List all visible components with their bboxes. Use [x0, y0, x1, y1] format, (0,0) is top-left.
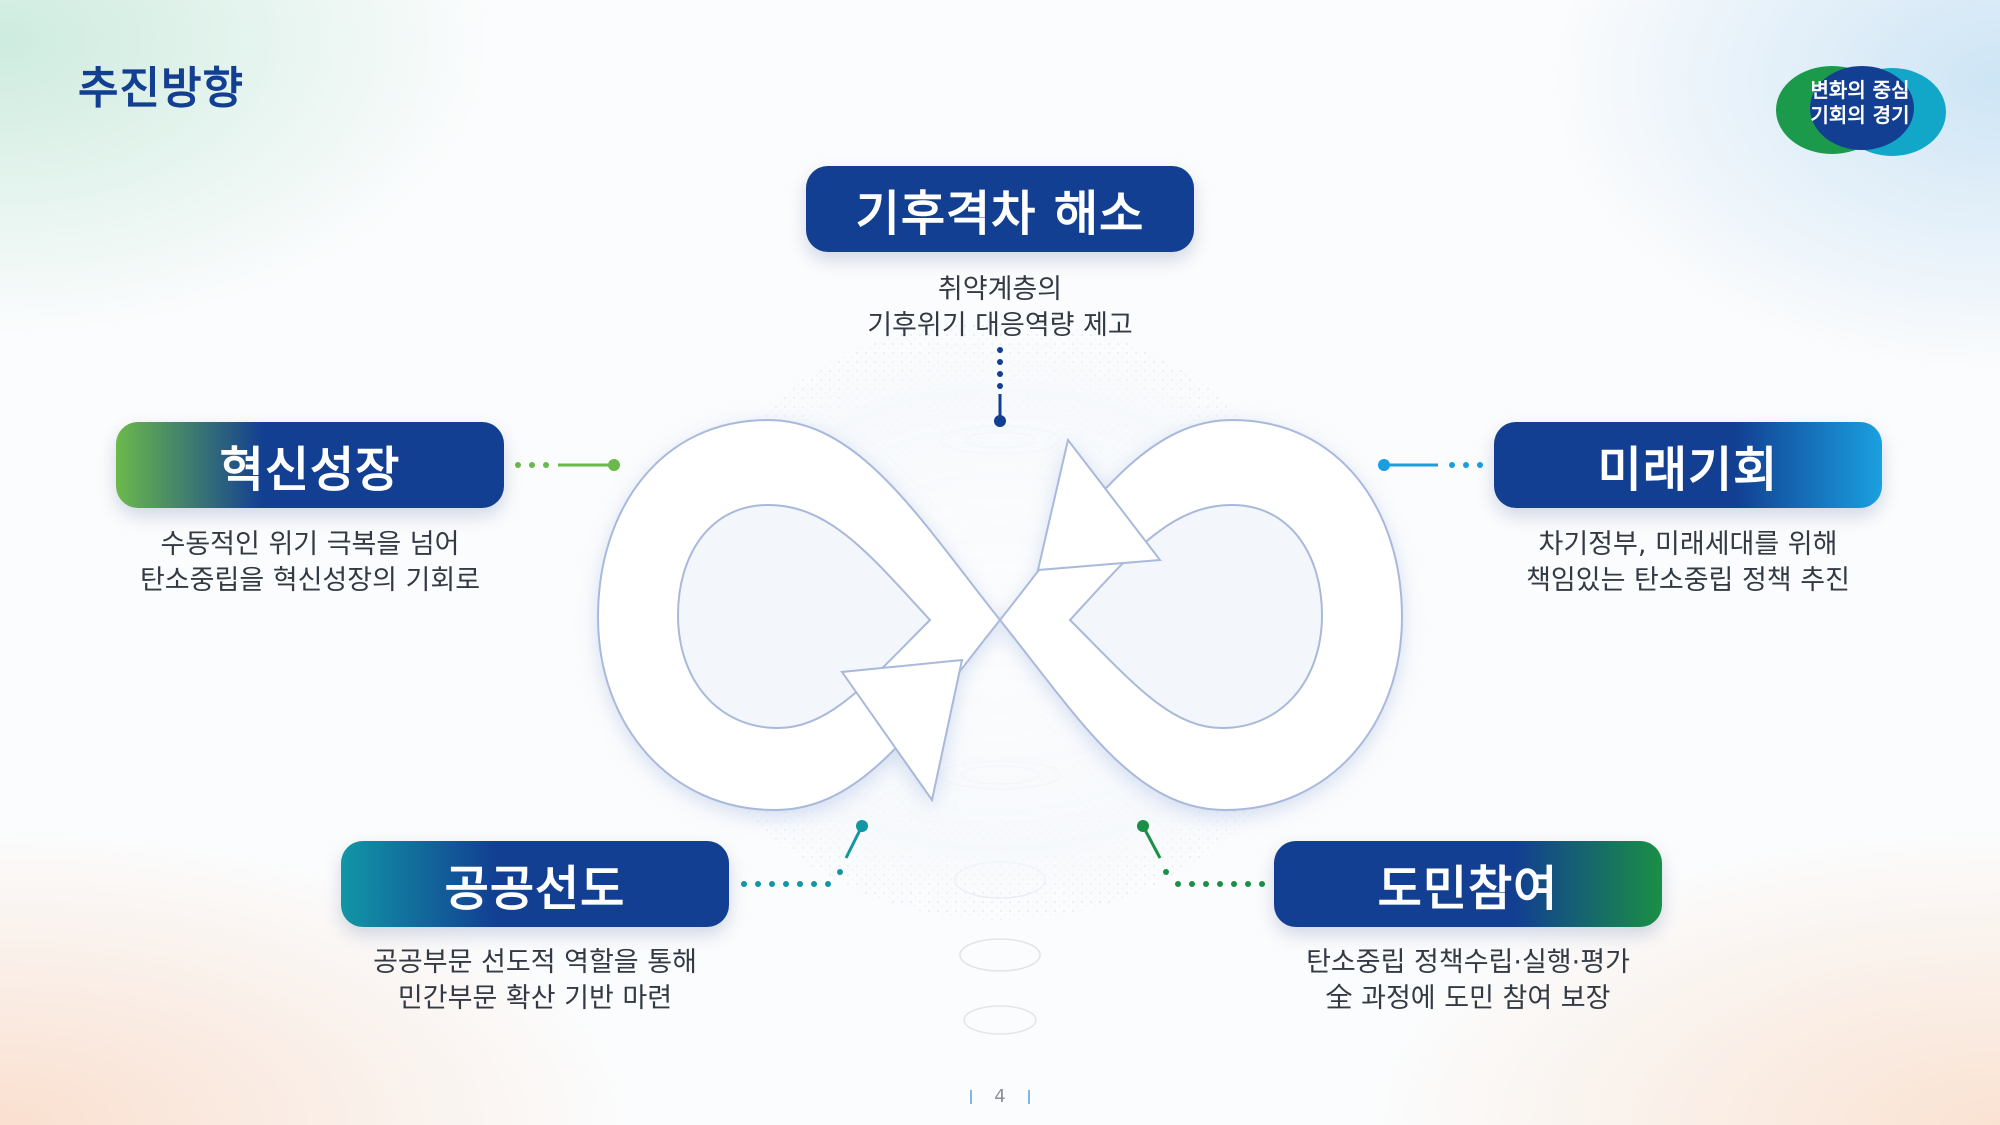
desc-innovation-growth: 수동적인 위기 극복을 넘어 탄소중립을 혁신성장의 기회로	[139, 529, 481, 596]
connector-bottom-right	[1137, 820, 1265, 887]
pill-innovation-growth: 혁신성장	[116, 422, 504, 508]
connector-top	[994, 347, 1006, 427]
pill-label: 공공선도	[444, 861, 626, 917]
pill-label: 혁신성장	[219, 442, 401, 498]
desc-public-leadership: 공공부문 선도적 역할을 통해 민간부문 확산 기반 마련	[373, 947, 697, 1014]
logo-icon	[1776, 66, 1946, 156]
page-number: 4	[970, 1086, 1030, 1107]
page-title: 추진방향	[78, 63, 244, 114]
connector-right	[1378, 459, 1483, 471]
pill-label: 도민참여	[1377, 861, 1559, 917]
logo-line-1: 변화의 중심	[1810, 78, 1910, 102]
logo-text: 변화의 중심 기회의 경기	[1770, 78, 1950, 128]
pill-climate-gap: 기후격차 해소	[806, 166, 1194, 252]
pill-future-opportunity: 미래기회	[1494, 422, 1882, 508]
pill-public-leadership: 공공선도	[341, 841, 729, 927]
connector-bottom-left	[741, 820, 868, 887]
connector-left	[515, 459, 620, 471]
pill-label: 기후격차 해소	[855, 186, 1145, 242]
pill-citizen-participation: 도민참여	[1274, 841, 1662, 927]
logo-line-2: 기회의 경기	[1810, 103, 1910, 127]
infinity-arrows-icon	[596, 418, 1404, 812]
desc-climate-gap: 취약계층의 기후위기 대응역량 제고	[867, 274, 1133, 341]
desc-citizen-participation: 탄소중립 정책수립·실행·평가 全 과정에 도민 참여 보장	[1306, 947, 1630, 1014]
pill-label: 미래기회	[1597, 442, 1779, 498]
desc-future-opportunity: 차기정부, 미래세대를 위해 책임있는 탄소중립 정책 추진	[1526, 529, 1850, 596]
